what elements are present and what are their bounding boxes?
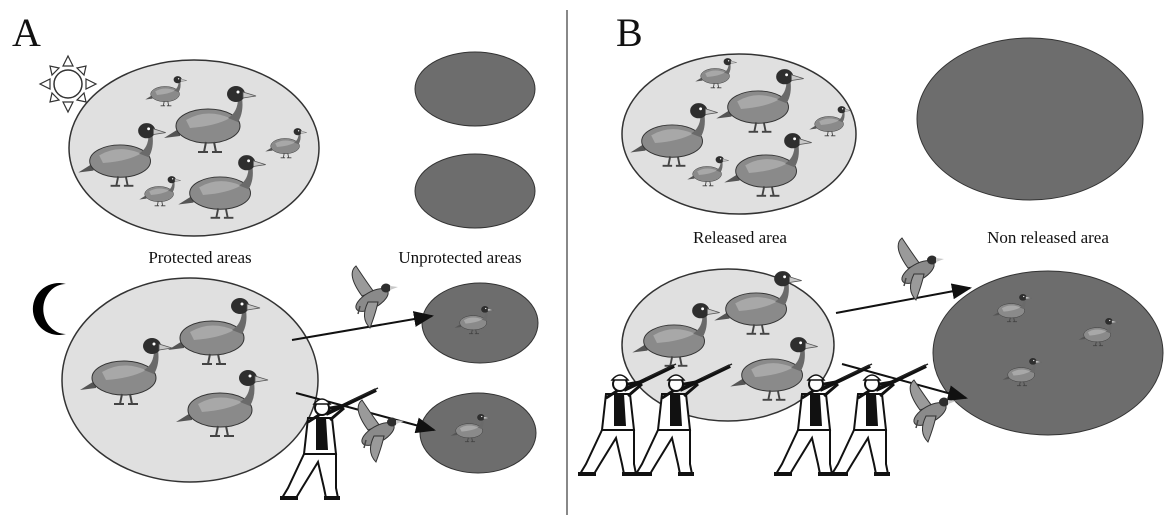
unprotected-area-day-2 [414, 153, 536, 229]
non-released-area-bottom [932, 270, 1164, 436]
panel-a-letter: A [12, 10, 41, 55]
sun-icon [38, 54, 98, 114]
released-area-label: Released area [693, 228, 787, 247]
flying-duck-icon [897, 237, 945, 301]
flow-arrow [835, 283, 972, 314]
flying-duck-icon [351, 265, 399, 329]
protected-area-night [61, 277, 319, 483]
protected-areas-label: Protected areas [148, 248, 251, 267]
flow-arrow [291, 311, 434, 341]
non-released-area-label: Non released area [987, 228, 1109, 247]
protected-area-day [68, 59, 320, 237]
flying-duck-icon [357, 399, 405, 463]
panel-b-letter: B [616, 10, 643, 55]
panel-a: A Protected areas Unprote [12, 10, 539, 500]
panel-b: B Released area Non released area [576, 10, 1164, 476]
released-area-top [621, 53, 857, 215]
unprotected-areas-label: Unprotected areas [398, 248, 521, 267]
unprotected-area-day-1 [414, 51, 536, 127]
non-released-area-top [916, 37, 1144, 201]
moon-icon [32, 283, 66, 335]
